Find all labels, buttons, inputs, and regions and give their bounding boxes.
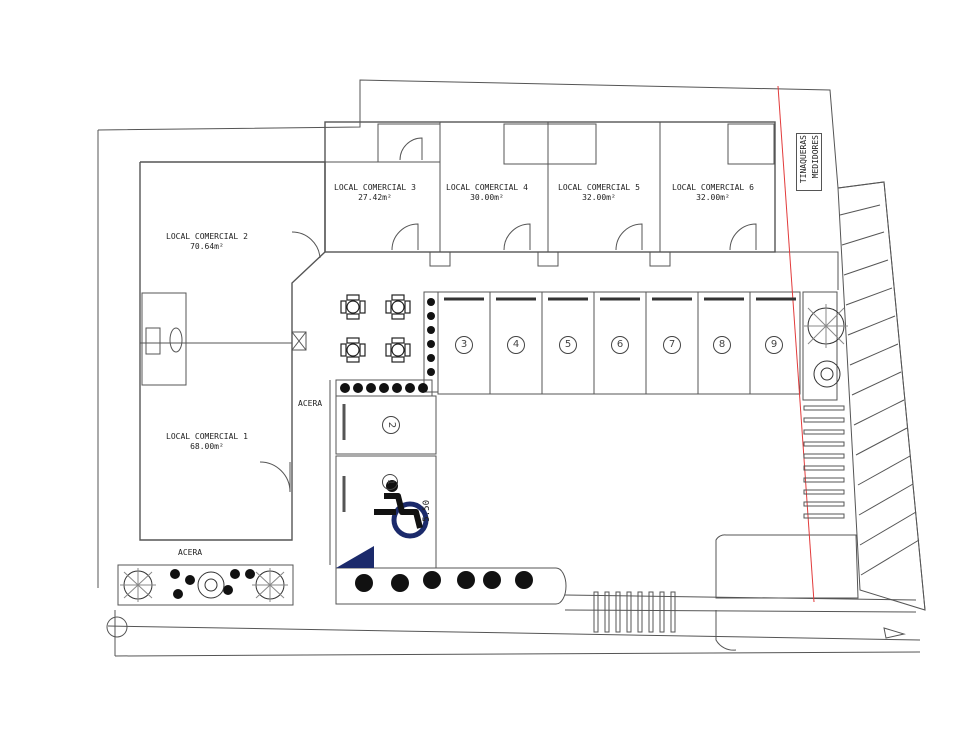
planter-left	[117, 564, 294, 606]
restroom-local-3	[377, 123, 441, 163]
parking-spot-5-label: 5	[559, 336, 577, 354]
dimension-label: 5.50	[422, 500, 432, 522]
corridor	[325, 251, 839, 290]
north-arrow	[883, 627, 906, 639]
door-local-2	[291, 231, 321, 259]
parking-spot-8-label: 8	[713, 336, 731, 354]
door-local-1	[259, 461, 291, 493]
column	[537, 251, 559, 267]
column	[429, 251, 451, 267]
drive-island	[715, 534, 859, 599]
meters-box	[796, 133, 822, 191]
column	[649, 251, 671, 267]
building-left	[139, 161, 326, 541]
restroom-local-4-5	[503, 123, 597, 165]
parking-spot-3-label: 3	[455, 336, 473, 354]
parking-spot-4-label: 4	[507, 336, 525, 354]
column	[291, 331, 307, 351]
planter-top	[335, 379, 433, 397]
table-set	[340, 294, 411, 363]
parking-spot-7-label: 7	[663, 336, 681, 354]
ramp-hatch	[837, 181, 926, 611]
crosswalk-right	[803, 405, 845, 519]
setback-line	[777, 85, 815, 603]
acera-label-vertical: ACERA	[298, 399, 323, 408]
street-edge-2	[114, 651, 921, 657]
acera-label-bottom: ACERA	[178, 548, 203, 557]
crosswalk-bottom	[593, 591, 676, 633]
toilet-local-2	[169, 327, 183, 353]
trees	[123, 307, 845, 600]
restroom-local-2	[141, 292, 187, 386]
parking-spot-2-label: 2	[382, 416, 400, 434]
shrubs	[170, 298, 533, 599]
planter-right	[802, 291, 838, 401]
planter-vertical	[423, 291, 439, 393]
parking-spot-6-label: 6	[611, 336, 629, 354]
planter-bottom	[335, 567, 567, 605]
restroom-local-6	[727, 123, 775, 165]
parking-spot-9-label: 9	[765, 336, 783, 354]
palm-fronds	[120, 304, 848, 602]
accessible-parking-icon	[374, 480, 429, 539]
curb	[715, 610, 737, 651]
street-edge	[107, 625, 921, 641]
accessible-ramp	[336, 546, 374, 568]
corner-marker	[106, 616, 128, 638]
sink-local-2	[145, 327, 161, 355]
parking-spot-1-label: 1	[382, 474, 398, 490]
